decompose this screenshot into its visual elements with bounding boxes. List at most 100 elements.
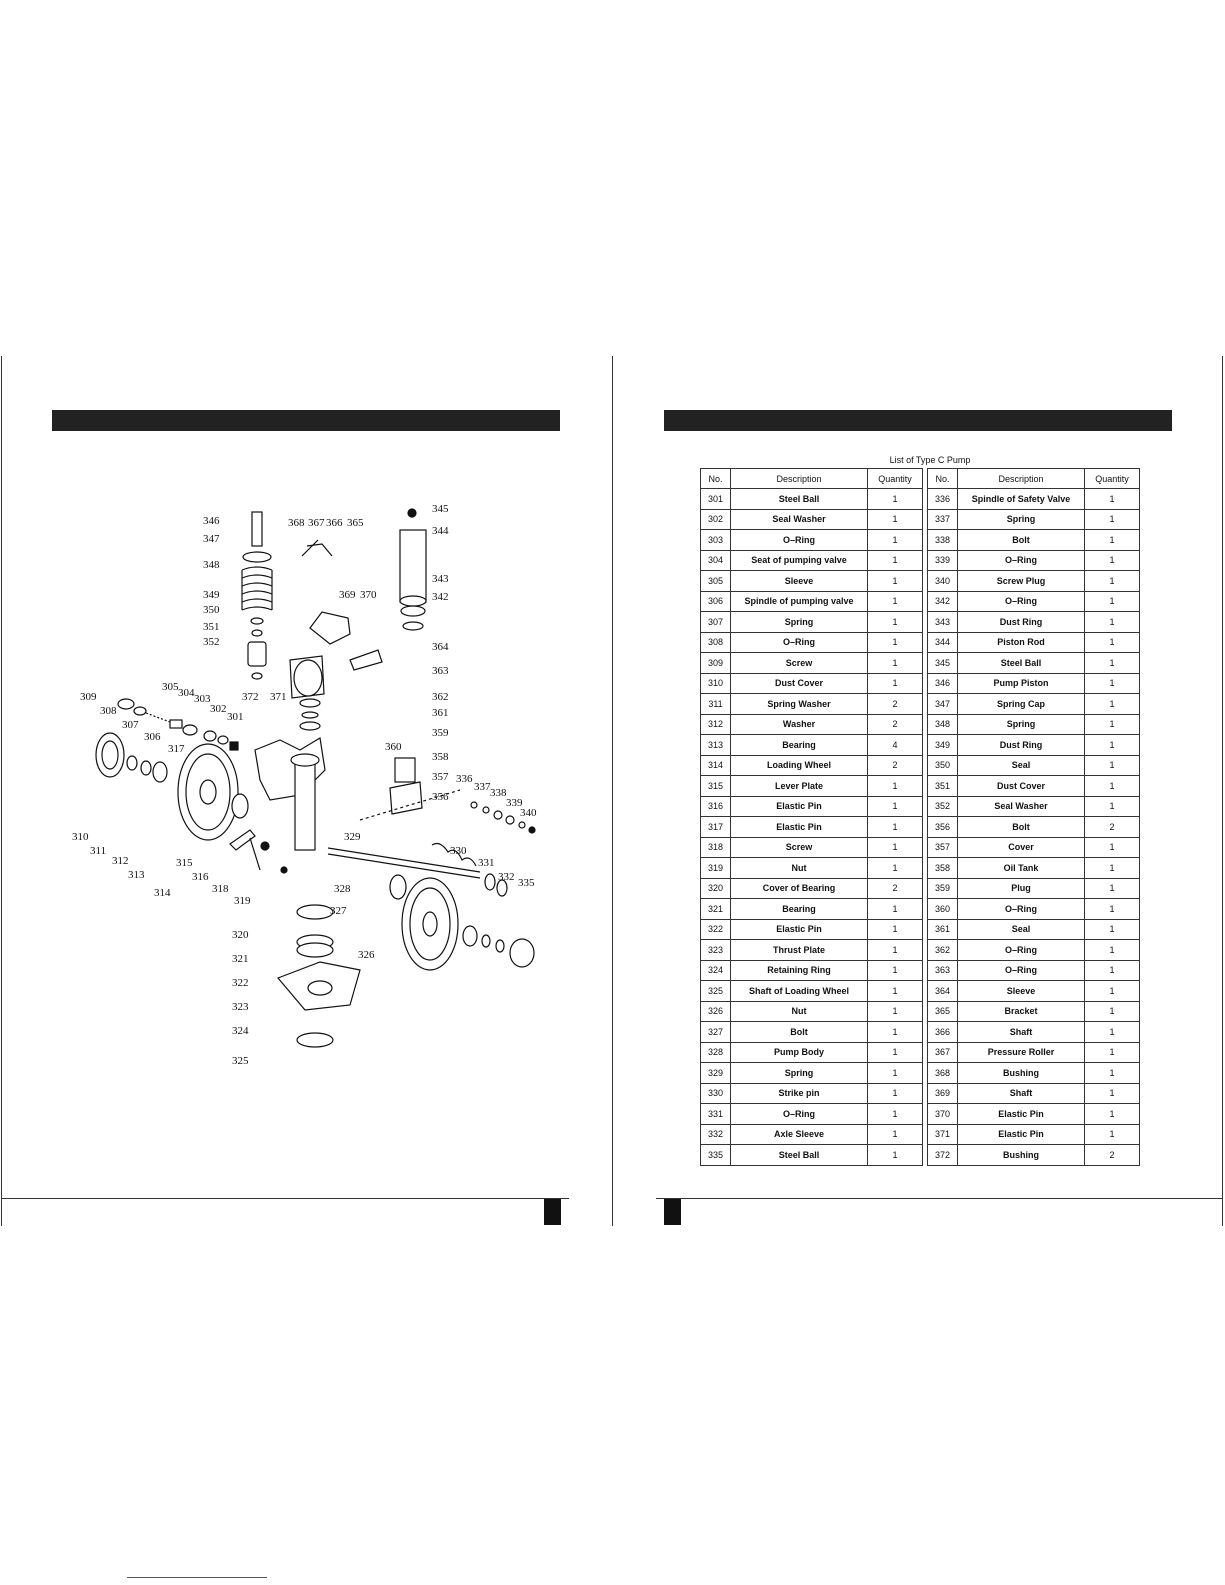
callout-359: 359 — [432, 727, 449, 739]
callout-345: 345 — [432, 503, 449, 515]
cell-desc: O–Ring — [957, 898, 1085, 920]
cell-qty: 1 — [1084, 959, 1140, 981]
cell-desc: O–Ring — [957, 590, 1085, 612]
cell-qty: 1 — [867, 1041, 923, 1063]
cell-desc: O–Ring — [730, 529, 868, 551]
cell-desc: Seat of pumping valve — [730, 549, 868, 571]
cell-desc: Pump Body — [730, 1041, 868, 1063]
cell-no: 303 — [700, 529, 731, 551]
cell-desc: Dust Ring — [957, 734, 1085, 756]
callout-313b: 315 — [176, 857, 193, 869]
cell-no: 322 — [700, 918, 731, 940]
cell-desc: O–Ring — [730, 1103, 868, 1125]
pumping-valve-chain — [117, 698, 239, 751]
callout-335: 336 — [456, 773, 473, 785]
cell-no: 310 — [700, 672, 731, 694]
cell-no: 307 — [700, 611, 731, 633]
cell-desc: Strike pin — [730, 1082, 868, 1104]
cell-no: 335 — [700, 1144, 731, 1166]
cell-desc: Spring Washer — [730, 693, 868, 715]
cell-qty: 2 — [867, 754, 923, 776]
cell-desc: Axle Sleeve — [730, 1123, 868, 1145]
callout-363: 363 — [432, 665, 449, 677]
cell-desc: Cover — [957, 836, 1085, 858]
cell-desc: Shaft — [957, 1021, 1085, 1043]
callout-326: 327 — [330, 905, 347, 917]
cell-qty: 2 — [867, 713, 923, 735]
left-footer-line — [1, 1198, 569, 1199]
callout-347: 347 — [203, 533, 220, 545]
cell-qty: 1 — [867, 959, 923, 981]
cell-qty: 1 — [867, 939, 923, 961]
left-page-number-box — [544, 1199, 561, 1225]
cell-qty: 1 — [867, 898, 923, 920]
cell-no: 309 — [700, 652, 731, 674]
cell-no: 336 — [927, 488, 958, 510]
right-header-bar — [664, 410, 1172, 431]
cell-no: 368 — [927, 1062, 958, 1084]
callout-311: 311 — [90, 845, 106, 857]
cell-no: 349 — [927, 734, 958, 756]
cell-desc: Screw — [730, 652, 868, 674]
callout-343: 343 — [432, 573, 449, 585]
table-header-row: No. Description Quantity No. Description… — [700, 468, 1140, 489]
right-page-edge — [1222, 356, 1223, 1226]
callout-325: 326 — [358, 949, 375, 961]
callout-323: 324 — [232, 1025, 249, 1037]
cell-qty: 1 — [867, 672, 923, 694]
spring-348-shape — [241, 566, 273, 611]
callout-360: 360 — [385, 741, 402, 753]
cell-qty: 1 — [1084, 857, 1140, 879]
cell-desc: Washer — [730, 713, 868, 735]
right-page-number-box — [664, 1199, 681, 1225]
cell-qty: 1 — [867, 795, 923, 817]
cell-desc: Sleeve — [730, 570, 868, 592]
cell-no: 308 — [700, 631, 731, 653]
callout-371: 371 — [270, 691, 287, 703]
cell-no: 350 — [927, 754, 958, 776]
callout-317: 317 — [168, 743, 185, 755]
cell-qty: 1 — [1084, 754, 1140, 776]
cell-qty: 1 — [1084, 795, 1140, 817]
cell-qty: 1 — [1084, 590, 1140, 612]
center-divider — [612, 356, 613, 1226]
cell-qty: 1 — [1084, 693, 1140, 715]
header-quantity: Quantity — [867, 468, 923, 489]
cell-no: 363 — [927, 959, 958, 981]
cell-no: 315 — [700, 775, 731, 797]
cell-qty: 1 — [1084, 570, 1140, 592]
cell-no: 325 — [700, 980, 731, 1002]
cell-no: 356 — [927, 816, 958, 838]
cell-no: 362 — [927, 939, 958, 961]
right-footer-line — [656, 1198, 1222, 1199]
header-description-2: Description — [957, 468, 1085, 489]
callout-320: 321 — [232, 953, 249, 965]
cell-qty: 1 — [1084, 877, 1140, 899]
exploded-parts-diagram: 346 347 348 349 350 351 352 368 367 366 … — [72, 503, 537, 1067]
cell-no: 321 — [700, 898, 731, 920]
cell-desc: Spring — [730, 1062, 868, 1084]
callout-305: 305 — [162, 681, 179, 693]
callout-307: 307 — [122, 719, 139, 731]
cell-no: 313 — [700, 734, 731, 756]
callout-352: 352 — [203, 636, 220, 648]
cell-no: 332 — [700, 1123, 731, 1145]
cell-qty: 1 — [1084, 652, 1140, 674]
axle-shaft — [280, 847, 481, 900]
cell-desc: O–Ring — [957, 959, 1085, 981]
cell-qty: 1 — [867, 980, 923, 1002]
cell-no: 317 — [700, 816, 731, 838]
cell-qty: 2 — [1084, 816, 1140, 838]
callout-336: 337 — [474, 781, 491, 793]
